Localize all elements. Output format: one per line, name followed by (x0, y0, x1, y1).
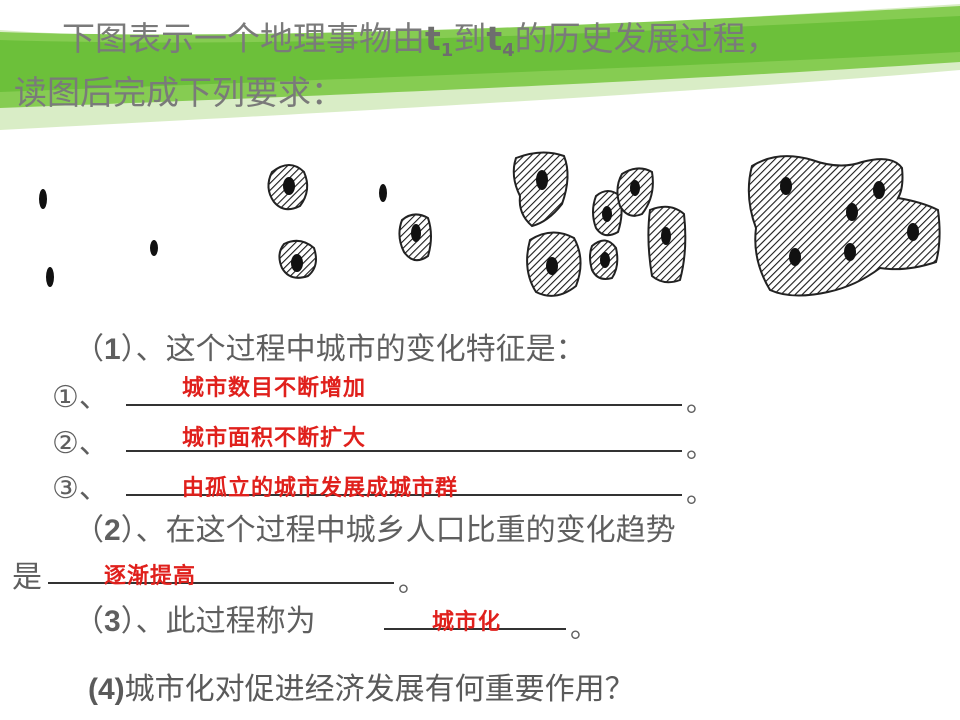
title-line-1: 下图表示一个地理事物由t1到t4的历史发展过程， (62, 19, 779, 61)
q1-item-2-answer: 城市面积不断扩大 (182, 426, 367, 451)
q4-prompt: (4)城市化对促进经济发展有何重要作用？ (88, 672, 635, 707)
q3-blank[interactable] (384, 628, 566, 630)
q1-item-1-answer: 城市数目不断增加 (182, 376, 367, 401)
q2-blank[interactable] (48, 582, 394, 584)
title-line-2: 读图后完成下列要求： (14, 73, 344, 112)
q2-answer: 逐渐提高 (104, 564, 197, 589)
stage-3 (512, 151, 687, 297)
q1-item-2-blank[interactable] (126, 450, 682, 452)
q3-answer: 城市化 (432, 610, 502, 635)
stage-1 (39, 189, 158, 287)
q2-prompt: （2）、在这个过程中城乡人口比重的变化趋势 (74, 513, 676, 548)
q1-item-2-end: 。 (686, 431, 715, 464)
green-banner (0, 4, 960, 130)
q1-item-2-marker: ②、 (52, 426, 109, 461)
q3-end: 。 (570, 611, 599, 644)
q2-end: 。 (398, 565, 427, 598)
q1-prompt: （1）、这个过程中城市的变化特征是： (74, 332, 586, 367)
q1-item-1-end: 。 (686, 385, 715, 418)
q1-item-3-blank[interactable] (126, 494, 682, 496)
q1-item-1-marker: ①、 (52, 380, 109, 415)
q1-item-1-blank[interactable] (126, 404, 682, 406)
stage-4 (747, 155, 941, 297)
q2-prompt-cont: 是 (12, 560, 42, 595)
urbanization-stages-figure (39, 151, 941, 297)
q1-item-3-answer: 由孤立的城市发展成城市群 (182, 476, 459, 501)
q3-prompt: （3）、此过程称为 (74, 604, 316, 639)
q1-item-3-end: 。 (686, 476, 715, 509)
stage-2 (267, 164, 432, 279)
q1-item-3-marker: ③、 (52, 471, 109, 506)
